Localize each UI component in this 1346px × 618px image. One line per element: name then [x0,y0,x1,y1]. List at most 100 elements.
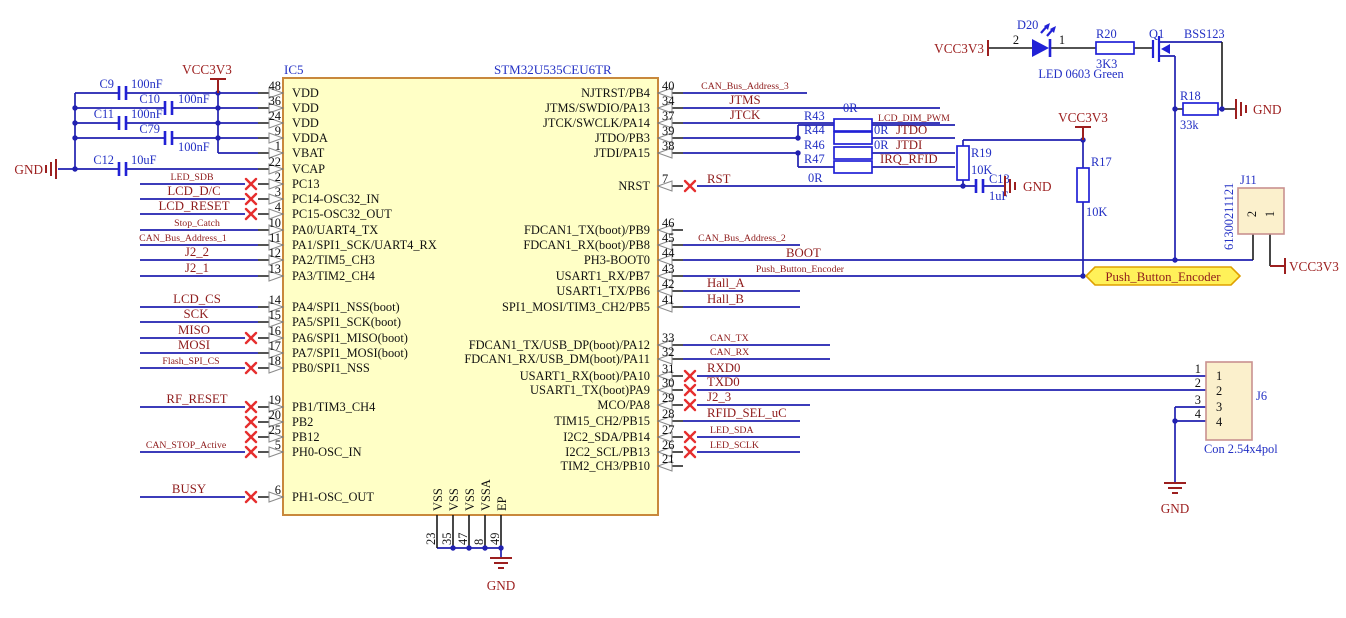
svg-text:21: 21 [662,452,674,466]
j6-pin1-inner: 1 [1216,369,1222,383]
svg-text:26: 26 [662,438,674,452]
j11-pin2: 2 [1245,211,1259,217]
net-label-boot: BOOT [786,246,821,260]
svg-text:TIM2_CH3/PB10: TIM2_CH3/PB10 [561,459,651,473]
svg-text:EP: EP [495,496,509,511]
j6-pin1-num: 1 [1195,362,1201,376]
svg-text:37: 37 [662,109,674,123]
j6-pin3-num: 3 [1195,393,1201,407]
svg-text:6: 6 [275,483,281,497]
svg-text:PC14-OSC32_IN: PC14-OSC32_IN [292,192,379,206]
net-label-rfid-sel-uc: RFID_SEL_uC [707,406,787,420]
q1-model: BSS123 [1184,27,1225,41]
pin-arrow-icon-right [656,87,673,472]
svg-text:25: 25 [269,423,281,437]
net-label-hall-b: Hall_B [707,292,744,306]
gnd-label-1: GND [14,162,43,177]
svg-text:44: 44 [662,246,674,260]
j6-ref: J6 [1256,389,1267,403]
svg-text:PA1/SPI1_SCK/UART4_RX: PA1/SPI1_SCK/UART4_RX [292,238,437,252]
r17-value: 10K [1086,205,1107,219]
svg-text:FDCAN1_RX/USB_DM(boot)/PA11: FDCAN1_RX/USB_DM(boot)/PA11 [464,352,650,366]
svg-text:45: 45 [662,231,674,245]
r46-ref: R46 [804,138,825,152]
net-label-can-rx: CAN_RX [710,347,749,358]
svg-text:11: 11 [269,231,281,245]
svg-text:PH3-BOOT0: PH3-BOOT0 [584,253,650,267]
gnd-symbol-ic: GND [487,557,515,593]
net-label-flash-spi-cs: Flash_SPI_CS [162,356,219,367]
power-symbols: VCC3V3 VCC3V3 VCC3V3 VCC3V3 GND GND GND … [14,40,1339,593]
c10-value: 100nF [178,92,210,106]
svg-text:46: 46 [662,216,674,230]
svg-text:PB0/SPI1_NSS: PB0/SPI1_NSS [292,361,370,375]
net-label-sck: SCK [184,307,210,321]
c11-ref: C11 [94,107,114,121]
net-label-led-sclk: LED_SCLK [710,440,759,451]
net-label-j2-1: J2_1 [185,261,209,275]
svg-text:3: 3 [275,185,281,199]
c12-value: 10uF [131,153,157,167]
gnd-symbol-left: GND [14,159,57,179]
j6-model: Con 2.54x4pol [1204,442,1278,456]
gnd-symbol-r18: GND [1235,99,1282,119]
j6-pin3-inner: 3 [1216,400,1222,414]
svg-text:NRST: NRST [618,179,650,193]
svg-text:38: 38 [662,139,674,153]
net-label-txd0: TXD0 [707,375,740,389]
svg-text:FDCAN1_TX/USB_DP(boot)/PA12: FDCAN1_TX/USB_DP(boot)/PA12 [469,338,650,352]
gnd-label-2: GND [1023,179,1052,194]
svg-text:NJTRST/PB4: NJTRST/PB4 [581,86,650,100]
svg-text:10: 10 [269,216,281,230]
gnd-symbol-c13: GND [1004,176,1052,196]
svg-text:PH1-OSC_OUT: PH1-OSC_OUT [292,490,374,504]
svg-text:PA0/UART4_TX: PA0/UART4_TX [292,223,378,237]
net-label-led-sdb: LED_SDB [170,172,213,183]
svg-text:43: 43 [662,262,674,276]
vcc-symbol-j11: VCC3V3 [1270,258,1339,274]
d20-ref: D20 [1017,18,1038,32]
r44-value: 0R [874,123,889,137]
net-label-jtms: JTMS [729,93,760,107]
capacitors: C9 100nF C10 100nF C11 100nF C79 100nF C… [93,77,1009,203]
pin-arrow-icon-left [268,87,285,503]
svg-text:2: 2 [275,170,281,184]
svg-text:24: 24 [269,109,281,123]
gnd-symbol-j6: GND [1161,482,1189,516]
svg-text:I2C2_SCL/PB13: I2C2_SCL/PB13 [565,445,650,459]
r20-ref: R20 [1096,27,1117,41]
svg-text:14: 14 [269,293,281,307]
right-net-labels: CAN_Bus_Address_3 JTMS JTCK RST CAN_Bus_… [698,81,845,451]
net-label-j2-2: J2_2 [185,245,209,259]
left-pin-names: VDD VDD VDD VDDA VBAT VCAP PC13 PC14-OSC… [292,86,437,504]
net-label-jtck: JTCK [730,108,761,122]
svg-text:I2C2_SDA/PB14: I2C2_SDA/PB14 [563,430,650,444]
junction-dots [72,90,1225,551]
j6-pin4-num: 4 [1195,407,1201,421]
svg-text:41: 41 [662,293,674,307]
svg-text:JTMS/SWDIO/PA13: JTMS/SWDIO/PA13 [545,101,650,115]
svg-text:1: 1 [275,139,281,153]
left-net-labels: LED_SDB LCD_D/C LCD_RESET Stop_Catch CAN… [139,172,230,496]
svg-text:39: 39 [662,124,674,138]
svg-text:30: 30 [662,376,674,390]
connector-j6: J6 Con 2.54x4pol 1 2 3 4 1 2 3 4 [1195,361,1278,456]
svg-text:JTDO/PB3: JTDO/PB3 [595,131,650,145]
left-pin-numbers: 48 36 24 9 1 22 2 3 4 10 11 12 13 14 15 … [269,79,281,497]
net-label-mosi: MOSI [178,338,210,352]
net-label-rst: RST [707,172,731,186]
svg-text:PB1/TIM3_CH4: PB1/TIM3_CH4 [292,400,375,414]
bottom-pins: VSS VSS VSS VSSA EP 23 35 47 8 49 [424,479,509,545]
svg-text:49: 49 [488,533,502,545]
r43-value: 0R [843,101,858,115]
svg-text:VDDA: VDDA [292,131,328,145]
ic5-part: STM32U535CEU6TR [494,62,612,77]
capacitor-c79: C79 100nF [139,122,209,154]
svg-text:JTCK/SWCLK/PA14: JTCK/SWCLK/PA14 [543,116,650,130]
q1-ref: Q1 [1149,27,1164,41]
svg-text:FDCAN1_TX(boot)/PB9: FDCAN1_TX(boot)/PB9 [524,223,650,237]
c12-ref: C12 [93,153,114,167]
no-connect-x-icons [244,177,697,504]
svg-text:USART1_RX/PB7: USART1_RX/PB7 [556,269,650,283]
